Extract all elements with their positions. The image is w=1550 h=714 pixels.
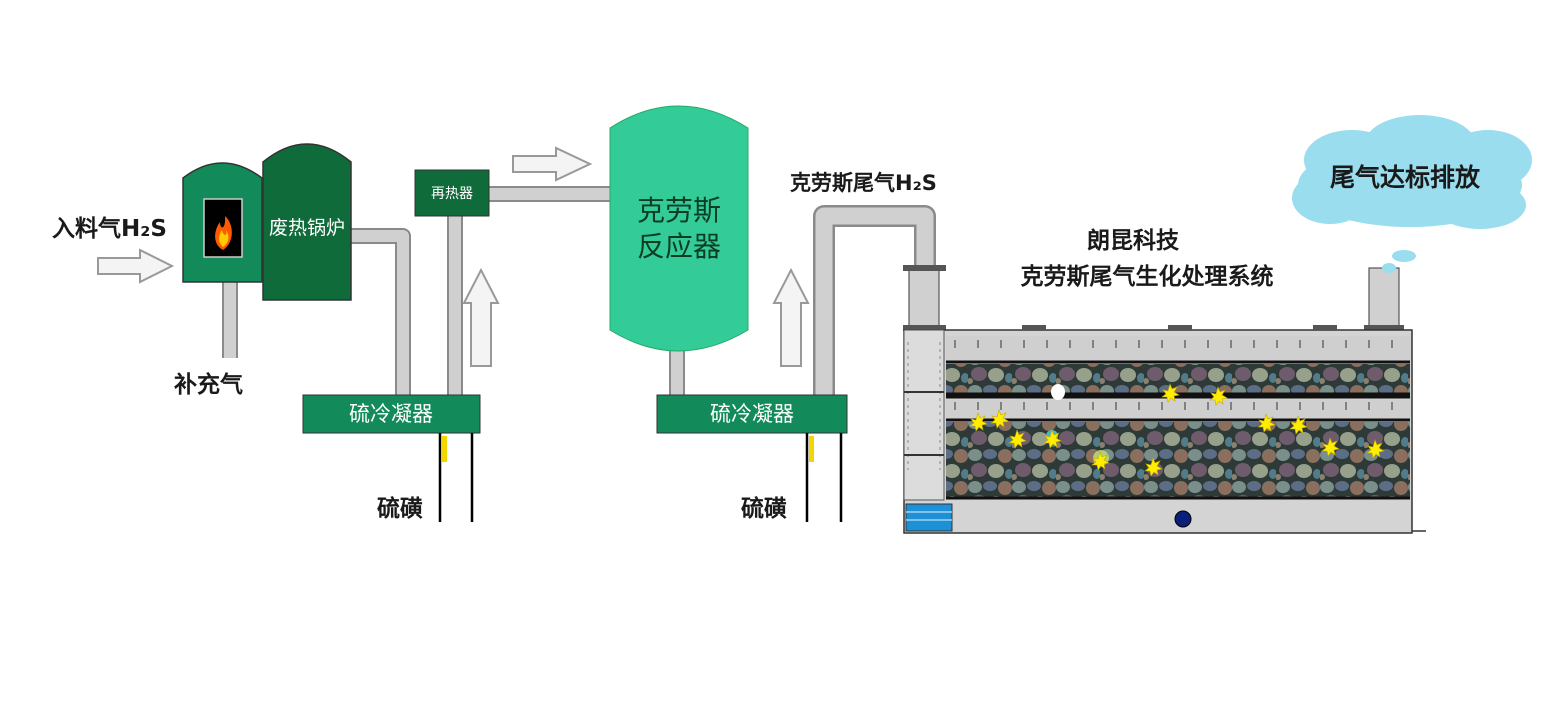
sulfur-condenser-1-label: 硫冷凝器 xyxy=(349,402,433,426)
reheater-label: 再热器 xyxy=(431,186,473,202)
waste-heat-boiler xyxy=(262,143,352,301)
feed-gas-label: 入料气H₂S xyxy=(52,215,167,242)
system-title-label: 克劳斯尾气生化处理系统 xyxy=(1021,263,1274,290)
flame-icon xyxy=(215,216,232,250)
sulfur-condenser-1 xyxy=(302,394,481,434)
pump-icon xyxy=(1174,510,1192,528)
waste-heat-boiler-label: 废热锅炉 xyxy=(269,217,345,239)
right-arrow-icon xyxy=(512,146,593,182)
discharge-cloud-icon xyxy=(1292,115,1532,273)
reheater xyxy=(414,169,490,217)
company-label: 朗昆科技 xyxy=(1087,228,1180,254)
sulfur-1-label: 硫磺 xyxy=(377,495,423,522)
up-arrow-2-icon xyxy=(772,267,810,367)
discharge-label: 尾气达标排放 xyxy=(1330,163,1481,192)
claus-reactor-label-line1: 克劳斯 xyxy=(637,194,721,227)
claus-reactor xyxy=(609,105,749,352)
sulfur-2-label: 硫磺 xyxy=(741,495,787,522)
up-arrow-1-icon xyxy=(462,267,500,367)
sulfur-condenser-2-label: 硫冷凝器 xyxy=(710,402,794,426)
feed-arrow-icon xyxy=(97,248,175,284)
sulfur-spark-icons xyxy=(969,383,1385,477)
make-up-gas-label: 补充气 xyxy=(174,371,243,398)
claus-reactor-label-line2: 反应器 xyxy=(637,230,721,263)
claus-tail-gas-label: 克劳斯尾气H₂S xyxy=(790,171,937,195)
sulfur-condenser-2 xyxy=(656,394,848,434)
